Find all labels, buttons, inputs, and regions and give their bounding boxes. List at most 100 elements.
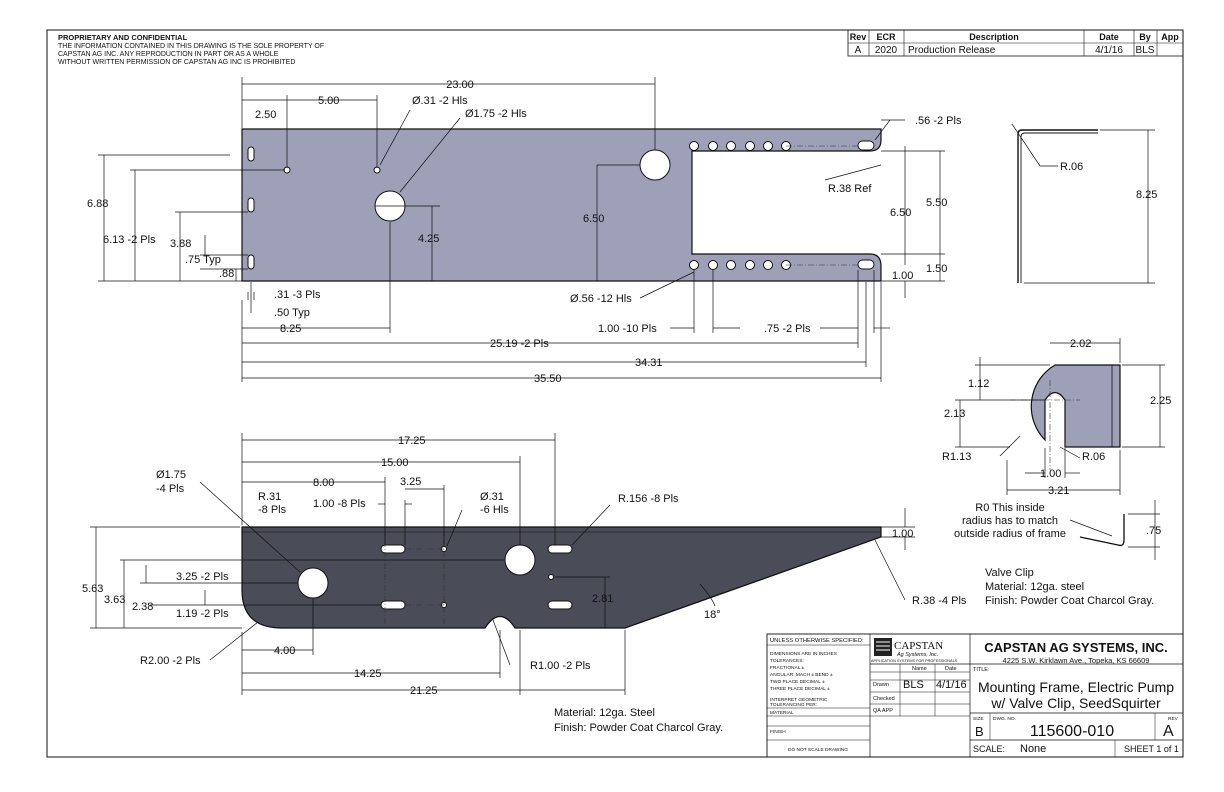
dim-075-2: .75 -2 Pls	[764, 323, 811, 335]
dim-6-13: 6.13 -2 Pls	[103, 234, 156, 246]
dim-21-25: 21.25	[410, 685, 438, 697]
clip-1-12: 1.12	[968, 378, 989, 390]
tb-dwg-no: 115600-010	[1030, 723, 1114, 740]
dim-075-typ: .75 Typ	[185, 254, 221, 266]
app-header: App	[1161, 32, 1179, 42]
clip-2-13: 2.13	[944, 408, 965, 420]
clip-3-21: 3.21	[1048, 485, 1069, 497]
tb-scale: None	[1020, 743, 1046, 755]
dim-050-typ: .50 Typ	[274, 307, 310, 319]
title-block: UNLESS OTHERWISE SPECIFIED: DIMENSIONS A…	[766, 633, 1184, 758]
tb-company: CAPSTAN AG SYSTEMS, INC.	[984, 640, 1167, 655]
dim-4-25: 4.25	[418, 233, 439, 245]
tb-do-not-scale: DO NOT SCALE DRAWING	[788, 747, 848, 753]
dim-hole031-b: -6 Hls	[480, 504, 509, 516]
frame-plate-top	[241, 128, 882, 282]
ecr-cell: 2020	[875, 45, 898, 56]
ecr-header: ECR	[876, 32, 896, 42]
tb-scale-label: SCALE:	[973, 744, 1005, 754]
dim-2-50: 2.50	[255, 109, 276, 121]
by-header: By	[1139, 32, 1151, 42]
description-cell: Production Release	[908, 45, 996, 56]
clip-material: Material: 12ga. steel	[985, 581, 1084, 593]
notice-line: WITHOUT WRITTEN PERMISSION OF CAPSTAN AG…	[58, 59, 295, 66]
dim-3-63: 3.63	[104, 594, 125, 606]
dim-2-38: 2.38	[132, 601, 153, 613]
dim-r031-b: -8 Pls	[258, 504, 287, 516]
dim-hole175-a: Ø1.75	[156, 469, 186, 481]
dim-r156: R.156 -8 Pls	[618, 493, 679, 505]
logo-name: CAPSTAN	[894, 640, 943, 652]
valve-clip-shape	[1030, 364, 1121, 448]
dim-056: .56 -2 Pls	[915, 115, 962, 127]
bend-8-25: 8.25	[1136, 189, 1157, 201]
dim-hole175-b: -4 Pls	[156, 483, 185, 495]
clip-2-25: 2.25	[1150, 395, 1171, 407]
tb-tol-line: THREE PLACE DECIMAL ±	[770, 686, 830, 692]
tb-title-line2: w/ Valve Clip, SeedSquirter	[990, 695, 1161, 711]
dim-15-00: 15.00	[381, 457, 409, 469]
dim-1-00: 1.00	[892, 270, 913, 282]
dim-3-25: 3.25	[400, 476, 421, 488]
tb-title-line1: Mounting Frame, Electric Pump	[978, 679, 1174, 695]
tb-tol-line: TWO PLACE DECIMAL ±	[770, 679, 825, 685]
date-header: Date	[1099, 32, 1119, 42]
logo-sub: Ag Systems, Inc.	[896, 652, 938, 658]
tb-drawn-name: BLS	[903, 679, 924, 691]
dim-2-81: 2.81	[592, 593, 613, 605]
dim-8-25: 8.25	[280, 323, 301, 335]
notice-line: THE INFORMATION CONTAINED IN THIS DRAWIN…	[58, 43, 324, 50]
clip-title: Valve Clip	[985, 567, 1034, 579]
dim-35-50: 35.50	[534, 373, 562, 385]
dim-1-00-10: 1.00 -10 Pls	[598, 323, 657, 335]
by-cell: BLS	[1136, 45, 1155, 56]
tb-rev: A	[1163, 723, 1174, 740]
rev-cell: A	[855, 45, 862, 56]
tb-address: 4225 S.W. Kirklawn Ave., Topeka, KS 6660…	[1003, 656, 1150, 665]
side-material: Material: 12ga. Steel	[554, 707, 655, 719]
tb-interp: INTERPRET GEOMETRIC	[770, 697, 828, 703]
proprietary-notice: PROPRIETARY AND CONFIDENTIAL THE INFORMA…	[58, 33, 324, 66]
tb-size: B	[975, 724, 984, 739]
notice-heading: PROPRIETARY AND CONFIDENTIAL	[58, 33, 188, 42]
description-header: Description	[969, 32, 1019, 42]
tb-material-label: MATERIAL	[770, 710, 794, 716]
dim-3-88: 3.88	[170, 238, 191, 250]
tb-size-label: SIZE	[973, 716, 984, 722]
valve-clip: 2.02 1.12 2.25 2.13 R1.13 R.06 1.00 3.21…	[942, 338, 1171, 607]
tb-interp2: TOLERANCING PER:	[770, 702, 817, 708]
dim-r038-ref: R.38 Ref	[828, 183, 872, 195]
dim-hole-056: Ø.56 -12 Hls	[570, 293, 632, 305]
dim-r100: R1.00 -2 Pls	[530, 660, 591, 672]
tb-unless: UNLESS OTHERWISE SPECIFIED:	[770, 638, 864, 644]
tb-drawn-label: Drawn	[873, 682, 889, 688]
tb-date-hdr: Date	[945, 666, 957, 672]
dim-3-25-2: 3.25 -2 Pls	[176, 571, 229, 583]
dim-8-00: 8.00	[313, 477, 334, 489]
tb-rev-label: REV	[1168, 716, 1179, 722]
dim-17-25: 17.25	[398, 435, 426, 447]
dim-5-00: 5.00	[318, 95, 339, 107]
tb-dwg-label: DWG. NO.	[993, 716, 1016, 722]
dim-4-00: 4.00	[274, 645, 295, 657]
rev-header: Rev	[850, 32, 867, 42]
tb-tol-line: FRACTIONAL ±	[770, 665, 805, 671]
tb-finish-label: FINISH	[770, 729, 786, 735]
clip-note: radius has to match	[962, 515, 1058, 527]
tb-tol-line: TOLERANCES:	[770, 658, 804, 664]
sheet-border	[46, 29, 1184, 758]
top-view: 23.00 2.50 5.00 Ø.31 -2 Hls Ø1.75 -2 Hls…	[87, 77, 962, 385]
clip-r113: R1.13	[942, 451, 971, 463]
tb-name-hdr: Name	[912, 666, 927, 672]
side-finish: Finish: Powder Coat Charcol Gray.	[554, 722, 723, 734]
dim-1-19-2: 1.19 -2 Pls	[176, 608, 229, 620]
tb-tol-line: DIMENSIONS ARE IN INCHES	[770, 651, 837, 657]
clip-finish: Finish: Powder Coat Charcol Gray.	[985, 595, 1154, 607]
tb-tol-line: ANGULAR: MACH ± BEND ±	[770, 672, 833, 678]
dim-angle-18: 18°	[704, 609, 721, 621]
bend-profile	[1017, 129, 1098, 283]
dim-34-31: 34.31	[635, 357, 663, 369]
revision-table: Rev ECR Description Date By App A 2020 P…	[847, 29, 1184, 57]
dim-088: .88	[219, 268, 234, 280]
